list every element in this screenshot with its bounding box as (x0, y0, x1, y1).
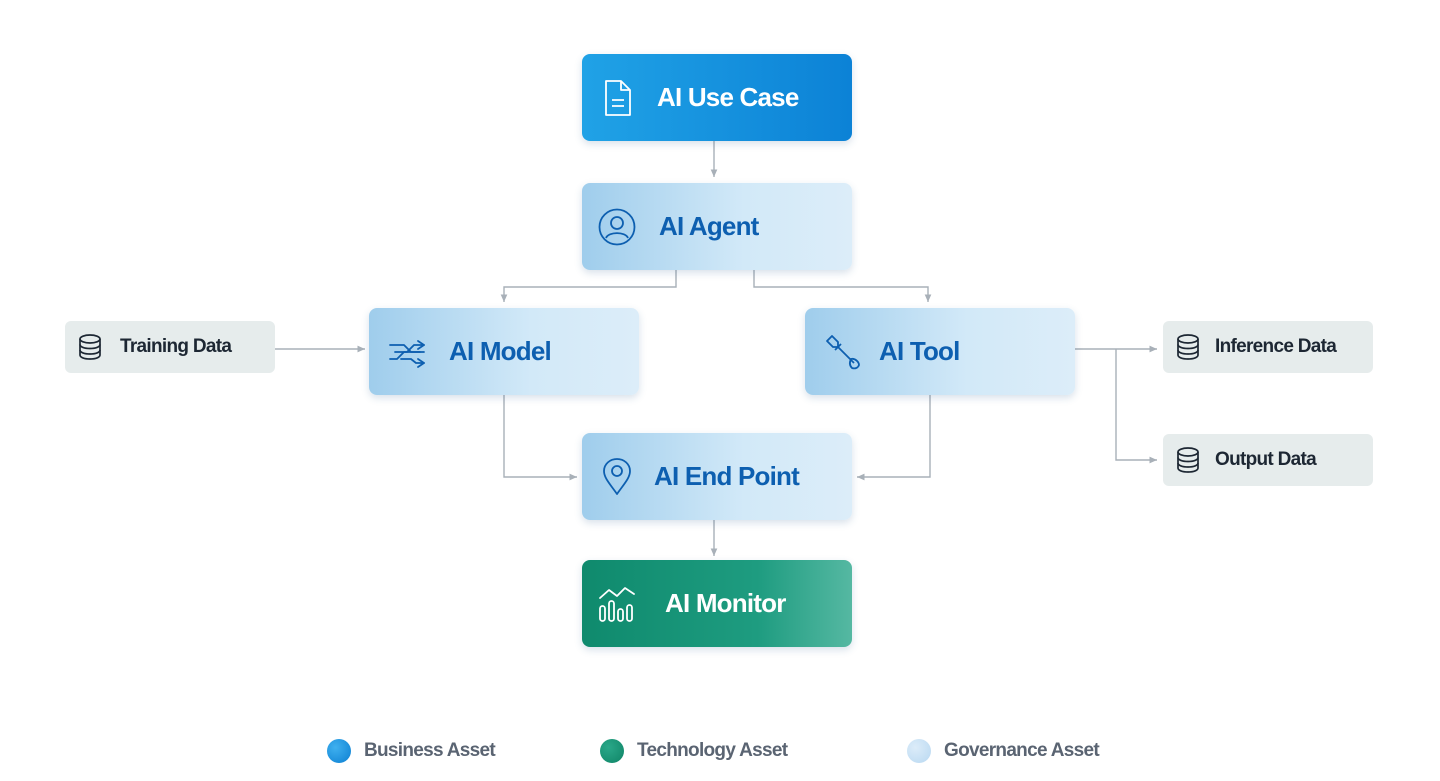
node-label: AI Tool (879, 336, 960, 366)
location-pin-icon (603, 457, 631, 495)
node-ai-tool[interactable]: AI Tool (805, 308, 1075, 395)
wrench-icon (826, 334, 860, 369)
edge-agent-to-model (500, 270, 677, 302)
node-label: AI End Point (654, 461, 800, 491)
user-icon (598, 208, 636, 245)
edge-model-to-endpoint (503, 395, 577, 481)
monitor-chart-icon (599, 586, 635, 622)
legend-swatch (600, 739, 624, 763)
node-ai-end-point[interactable]: AI End Point (582, 433, 852, 520)
node-ai-use-case[interactable]: AI Use Case (582, 54, 852, 141)
data-label: Inference Data (1215, 336, 1337, 357)
data-output[interactable]: Output Data (1163, 434, 1373, 486)
edge-tool-to-endpoint (857, 395, 931, 481)
legend-technology-asset: Technology Asset (600, 736, 788, 766)
node-ai-agent[interactable]: AI Agent (582, 183, 852, 270)
document-icon (605, 79, 631, 116)
legend-label: Technology Asset (637, 740, 788, 761)
node-label: AI Monitor (665, 588, 786, 618)
node-label: AI Model (449, 336, 552, 366)
node-label: AI Agent (659, 211, 759, 241)
legend-business-asset: Business Asset (327, 736, 496, 766)
legend-governance-asset: Governance Asset (907, 736, 1100, 766)
node-ai-monitor[interactable]: AI Monitor (582, 560, 852, 647)
legend-swatch (907, 739, 931, 763)
data-training[interactable]: Training Data (65, 321, 275, 373)
edge-agent-to-tool (753, 270, 932, 302)
database-icon (1177, 447, 1199, 473)
data-label: Training Data (120, 336, 232, 357)
database-icon (1177, 334, 1199, 360)
edge-tool-to-output (1115, 349, 1157, 464)
data-inference[interactable]: Inference Data (1163, 321, 1373, 373)
node-ai-model[interactable]: AI Model (369, 308, 639, 395)
legend-swatch (327, 739, 351, 763)
legend-label: Business Asset (364, 740, 496, 761)
data-label: Output Data (1215, 449, 1317, 470)
database-icon (79, 334, 101, 360)
node-label: AI Use Case (657, 82, 799, 112)
legend-label: Governance Asset (944, 740, 1100, 761)
model-icon (389, 339, 425, 368)
